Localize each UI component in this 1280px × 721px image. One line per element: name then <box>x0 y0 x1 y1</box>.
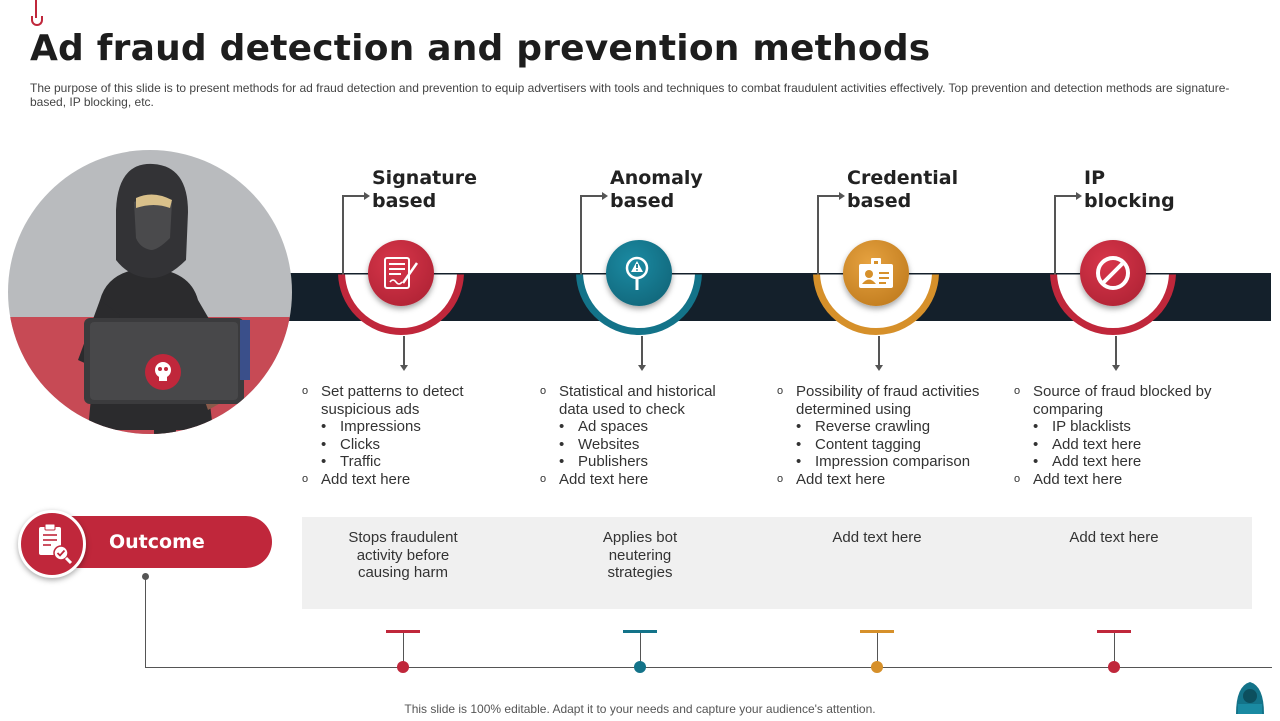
timeline-dot <box>1108 661 1120 673</box>
outcome-cell: Applies bot neutering strategies <box>602 529 678 582</box>
detail-sub: Ad spaces <box>578 418 649 436</box>
slide-footer: This slide is 100% editable. Adapt it to… <box>404 702 876 716</box>
method-heading: Anomaly based <box>610 167 703 212</box>
outcome-cell: Add text here <box>832 529 922 546</box>
detail-sub: Impressions <box>340 418 421 436</box>
timeline-horizontal <box>145 667 1272 668</box>
id-card-icon <box>843 240 909 306</box>
timeline-dot <box>397 661 409 673</box>
detail-sub: Websites <box>578 435 640 453</box>
timeline-vertical <box>145 577 146 668</box>
detail-sub: Impression comparison <box>815 453 971 471</box>
clipboard-check-icon <box>18 510 86 578</box>
outcome-cell: Stops fraudulent activity before causing… <box>348 529 458 582</box>
outcome-panel <box>302 517 1252 609</box>
timeline-marker-bar <box>860 630 894 633</box>
detail-intro: Source of fraud blocked by comparing <box>1033 383 1212 418</box>
decorative-hook <box>35 0 37 18</box>
timeline-marker-bar <box>1097 630 1131 633</box>
outcome-cell: Add text here <box>1069 529 1159 546</box>
detail-last: Add text here <box>321 470 411 488</box>
magnifier-alert-icon <box>606 240 672 306</box>
detail-sub: IP blacklists <box>1052 418 1131 436</box>
detail-sub: Content tagging <box>815 435 921 453</box>
detail-last: Add text here <box>559 470 649 488</box>
detail-last: Add text here <box>796 470 886 488</box>
hacker-illustration <box>8 150 292 434</box>
slide-subtitle: The purpose of this slide is to present … <box>30 81 1230 109</box>
detail-sub: Reverse crawling <box>815 418 931 436</box>
detail-sub: Add text here <box>1052 435 1142 453</box>
detail-sub: Add text here <box>1052 453 1142 471</box>
detail-intro: Statistical and historical data used to … <box>559 383 716 418</box>
hacker-logo-icon <box>1228 676 1272 716</box>
decorative-hook-end <box>31 16 43 26</box>
checklist-document-icon <box>368 240 434 306</box>
timeline-dot <box>634 661 646 673</box>
timeline-marker-bar <box>623 630 657 633</box>
detail-intro: Set patterns to detect suspicious ads <box>321 383 464 418</box>
outcome-label: Outcome <box>109 531 205 553</box>
method-heading: IP blocking <box>1084 167 1175 212</box>
outcome-connector-dot <box>142 573 149 580</box>
detail-intro: Possibility of fraud activities determin… <box>796 383 980 418</box>
detail-sub: Clicks <box>340 435 380 453</box>
detail-sub: Publishers <box>578 453 649 471</box>
detail-sub: Traffic <box>340 453 381 471</box>
detail-last: Add text here <box>1033 470 1123 488</box>
timeline-marker-bar <box>386 630 420 633</box>
timeline-dot <box>871 661 883 673</box>
method-heading: Credential based <box>847 167 959 212</box>
block-icon <box>1080 240 1146 306</box>
slide-title: Ad fraud detection and prevention method… <box>30 28 931 69</box>
method-heading: Signature based <box>372 167 478 212</box>
